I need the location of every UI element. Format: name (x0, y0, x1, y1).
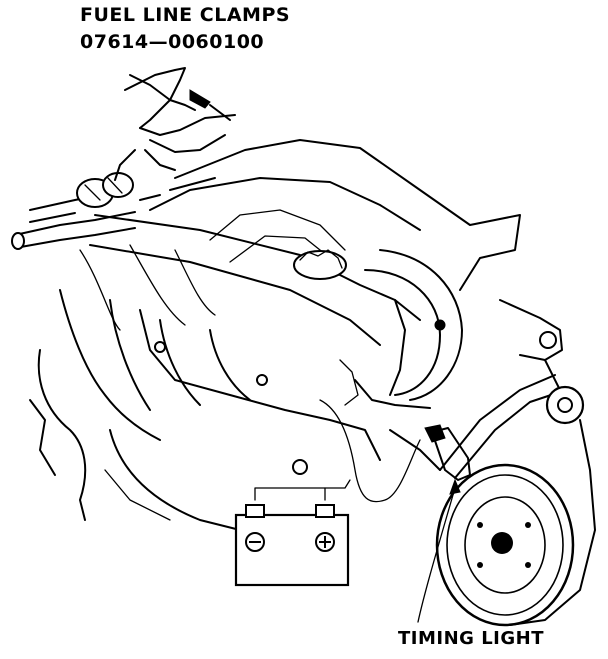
battery-icon (234, 504, 350, 587)
timing-light-label: TIMING LIGHT (398, 628, 544, 649)
tool-name-label: FUEL LINE CLAMPS (80, 4, 291, 26)
engine-block (29, 139, 576, 531)
fuel-rail (11, 172, 216, 331)
timing-light-wiring (254, 399, 421, 503)
tool-number-label: 07614—0060100 (80, 31, 265, 53)
timing-light-icon (424, 424, 471, 481)
timing-light-leader (417, 478, 461, 623)
fuel-line-clamp-icon (114, 67, 236, 181)
crank-pulley-icon (435, 374, 596, 627)
